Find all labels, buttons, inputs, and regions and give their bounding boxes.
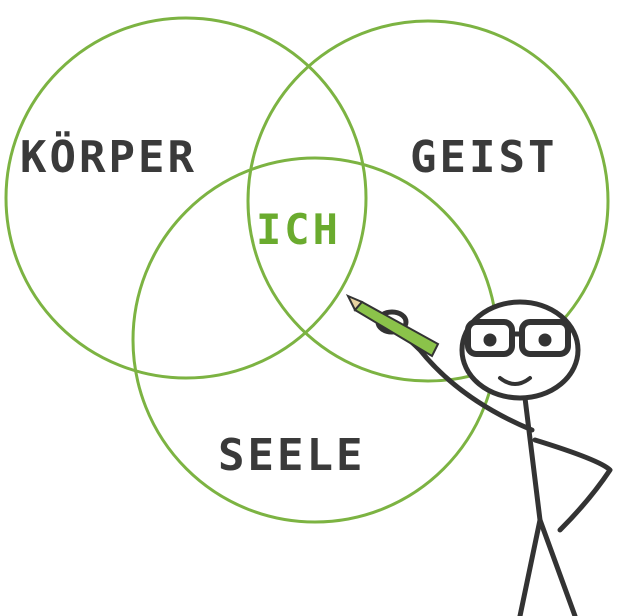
stick-figure-icon [375, 299, 613, 616]
geist-label: GEIST [410, 132, 557, 183]
seele-label: SEELE [218, 430, 365, 481]
koerper-circle [4, 16, 368, 380]
ich-label: ICH [256, 205, 341, 254]
geist-circle [246, 19, 610, 383]
pencil-icon [345, 294, 440, 358]
koerper-label: KÖRPER [20, 130, 197, 183]
